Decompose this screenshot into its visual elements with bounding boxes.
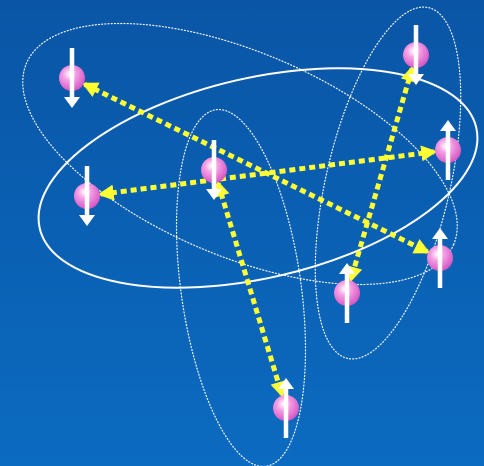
spin-up-arrow-icon bbox=[278, 378, 294, 438]
spin-up-arrow-icon bbox=[339, 263, 355, 323]
spin-up-arrow-icon bbox=[440, 120, 456, 180]
spin-down-arrow-icon bbox=[408, 25, 424, 85]
particles bbox=[59, 25, 461, 438]
particle-p1 bbox=[59, 48, 85, 108]
spin-down-arrow-icon bbox=[206, 140, 222, 200]
pairing-arrow-p2-p5 bbox=[97, 145, 438, 201]
spin-down-arrow-icon bbox=[79, 166, 95, 226]
particle-p7 bbox=[334, 263, 360, 323]
spin-up-arrow-icon bbox=[432, 228, 448, 288]
spin-down-arrow-icon bbox=[64, 48, 80, 108]
particle-p3 bbox=[201, 140, 227, 200]
particle-p4 bbox=[403, 25, 429, 85]
pairing-arrow-p4-p7 bbox=[346, 65, 417, 283]
particle-p5 bbox=[435, 120, 461, 180]
pairing-arrows bbox=[81, 65, 438, 398]
particle-p2 bbox=[74, 166, 100, 226]
particle-p8 bbox=[273, 378, 299, 438]
particle-p6 bbox=[427, 228, 453, 288]
pairing-arrow-p3-p8 bbox=[214, 180, 286, 398]
